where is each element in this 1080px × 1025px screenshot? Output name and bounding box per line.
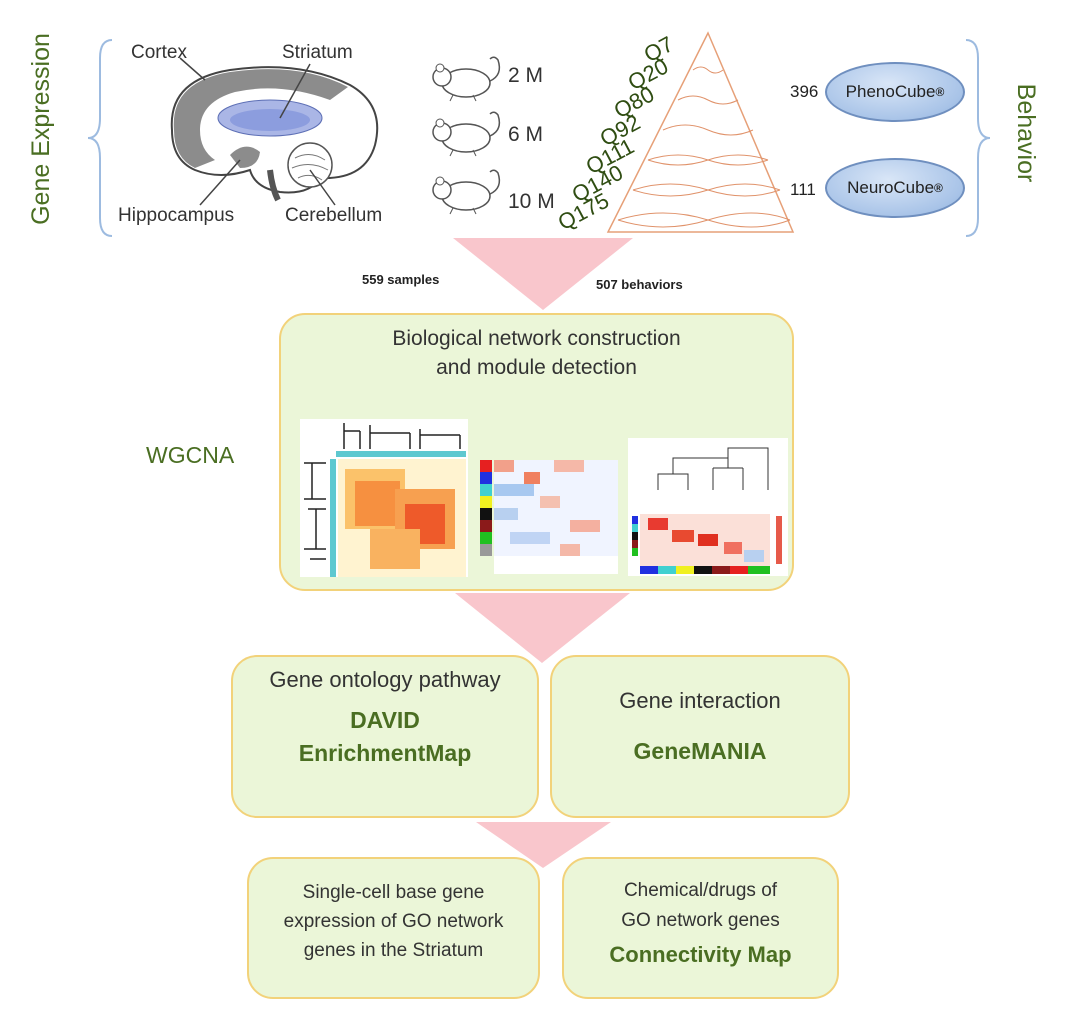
tom-heatmap-thumbnail	[300, 419, 468, 577]
brain-leader-lines	[179, 57, 336, 206]
connectivity-map-tool: Connectivity Map	[609, 942, 792, 967]
flow-arrow	[453, 238, 633, 310]
mouse-icon	[432, 56, 501, 102]
striatum-label: Striatum	[282, 42, 353, 63]
eigengene-network-thumbnail	[628, 438, 788, 576]
phenocube-name: PhenoCube	[845, 82, 936, 101]
phenocube-ellipse: PhenoCube®	[825, 62, 965, 122]
age-2m: 2 M	[508, 64, 544, 87]
hippocampus-label: Hippocampus	[118, 205, 235, 226]
single-cell-content: Single-cell base gene expression of GO n…	[247, 878, 540, 965]
registered-mark: ®	[935, 85, 945, 99]
brain-illustration	[170, 66, 379, 202]
neurocube-ellipse: NeuroCube®	[825, 158, 965, 218]
neurocube-count: 111	[790, 180, 816, 199]
left-brace	[87, 39, 113, 237]
david-tool: DAVID	[350, 707, 420, 733]
chem-line2: GO network genes	[621, 910, 780, 931]
wgcna-label: WGCNA	[146, 442, 235, 468]
go-pathway-title: Gene ontology pathway	[269, 667, 501, 692]
mouse-icon	[432, 169, 501, 215]
mouse-icon	[432, 111, 501, 157]
single-cell-line1: Single-cell base gene	[302, 882, 485, 903]
module-trait-table-thumbnail	[480, 460, 618, 574]
q-allele-pyramid	[606, 31, 795, 233]
neurocube-name: NeuroCube	[847, 178, 935, 197]
gene-interaction-title: Gene interaction	[619, 688, 781, 713]
chem-line1: Chemical/drugs of	[623, 880, 778, 901]
go-pathway-content: Gene ontology pathway DAVID EnrichmentMa…	[231, 667, 539, 767]
single-cell-line3: genes in the Striatum	[303, 940, 484, 961]
registered-mark: ®	[934, 181, 943, 195]
flow-arrow	[455, 593, 630, 663]
cortex-label: Cortex	[131, 42, 187, 63]
network-box-line1: Biological network construction	[392, 327, 681, 350]
cerebellum-label: Cerebellum	[285, 205, 383, 226]
genemania-tool: GeneMANIA	[633, 738, 767, 764]
gene-interaction-box	[550, 655, 850, 818]
enrichmentmap-tool: EnrichmentMap	[298, 740, 472, 766]
go-pathway-box	[231, 655, 539, 818]
single-cell-box	[247, 857, 540, 999]
behaviors-label: 507 behaviors	[596, 277, 683, 292]
behavior-label: Behavior	[1012, 83, 1040, 183]
chemical-drugs-content: Chemical/drugs of GO network genes Conne…	[562, 876, 839, 970]
age-10m: 10 M	[508, 190, 555, 213]
age-6m: 6 M	[508, 123, 544, 146]
flow-arrow	[476, 822, 611, 868]
gene-interaction-content: Gene interaction GeneMANIA	[550, 688, 850, 765]
samples-label: 559 samples	[362, 272, 440, 287]
network-box-title: Biological network construction and modu…	[279, 324, 794, 382]
network-box-line2: and module detection	[436, 356, 637, 379]
right-brace	[965, 39, 991, 237]
chemical-drugs-box	[562, 857, 839, 999]
single-cell-line2: expression of GO network	[283, 911, 504, 932]
phenocube-count: 396	[790, 82, 819, 101]
